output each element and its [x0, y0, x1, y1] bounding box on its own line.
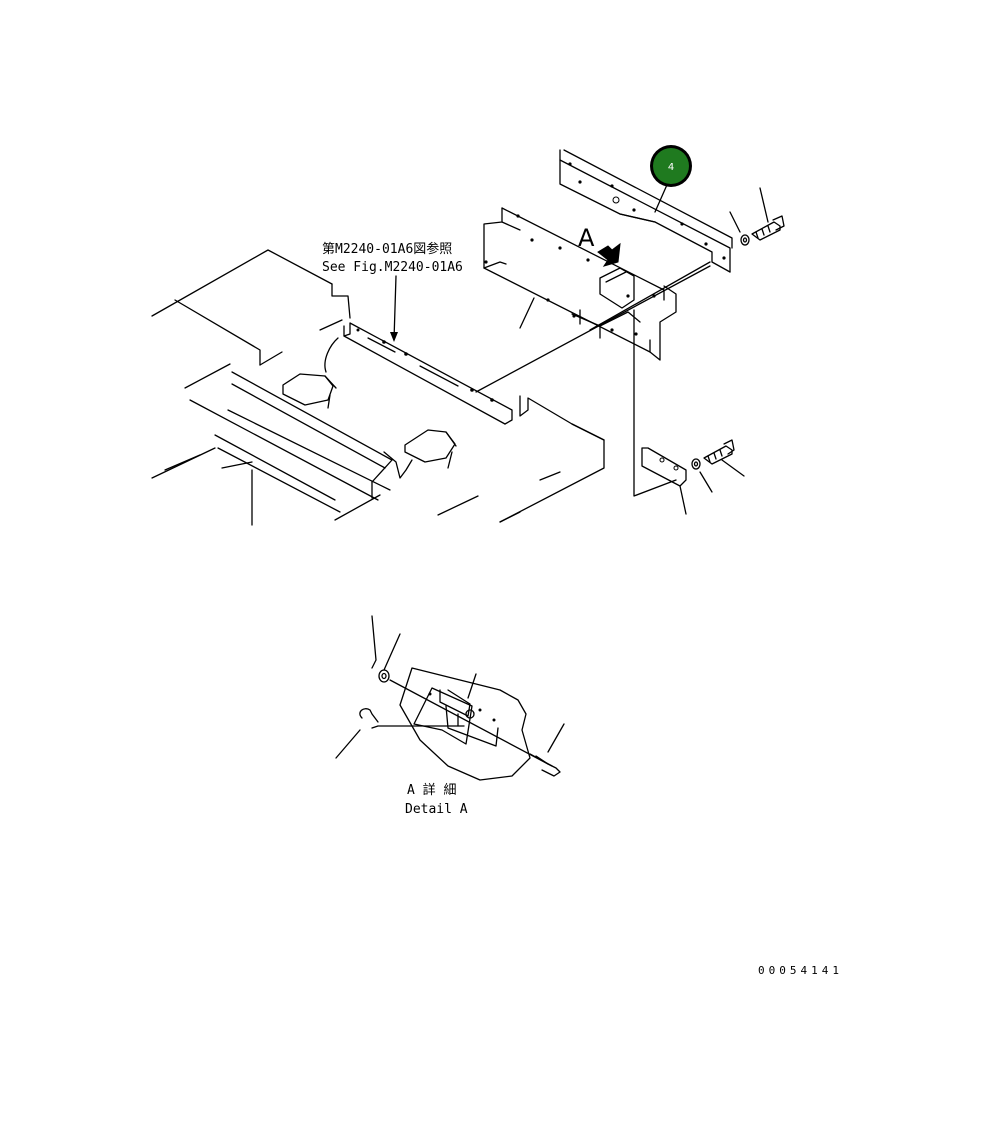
small-plate [641, 447, 687, 515]
washer-bolt-lower [691, 439, 745, 493]
callout-badge-part-4: 4 [650, 145, 692, 187]
detail-a-view [335, 615, 565, 781]
alignment-line [589, 261, 711, 331]
drawing-number: 00054141 [758, 964, 843, 977]
view-marker: A [578, 224, 595, 252]
washer-bolt-top [729, 187, 785, 246]
callout-number: 4 [668, 162, 674, 173]
floor-frame-assembly [151, 249, 605, 526]
reference-note-jp: 第M2240-01A6図参照 [322, 241, 452, 257]
view-arrow-a: A [578, 224, 621, 267]
detail-caption-en: Detail A [405, 802, 468, 817]
detail-caption-jp: A 詳 細 [407, 782, 456, 798]
reference-leader [393, 275, 397, 341]
cover-plate-part-4 [559, 149, 733, 273]
alignment-line [633, 309, 677, 497]
main-bracket [483, 207, 677, 361]
reference-note-en: See Fig.M2240-01A6 [322, 260, 463, 275]
